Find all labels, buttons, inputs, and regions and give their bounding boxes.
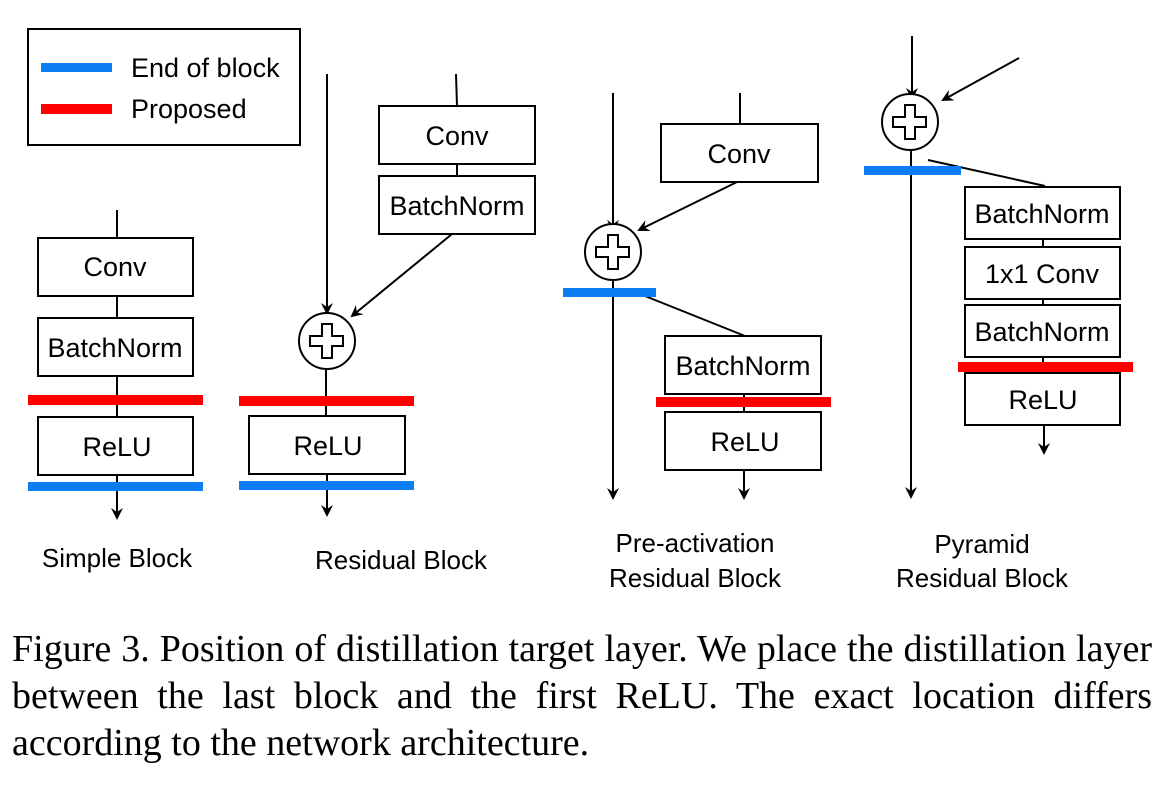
branch-arrow (637, 181, 738, 231)
relu-label: ReLU (293, 431, 362, 461)
end-of-block-marker (28, 482, 203, 491)
simple-block: Conv BatchNorm ReLU Simple Block (28, 210, 203, 573)
batchnorm-label: BatchNorm (389, 191, 524, 221)
relu-layer (664, 411, 822, 471)
batchnorm-label: BatchNorm (47, 333, 182, 363)
block-title-line-1: Pre-activation (616, 528, 775, 558)
batchnorm-layer (37, 317, 194, 377)
conv1x1-label: 1x1 Conv (985, 259, 1100, 289)
relu-label: ReLU (710, 427, 779, 457)
proposed-marker (239, 396, 414, 406)
block-title-line-2: Residual Block (609, 563, 782, 593)
block-title: Residual Block (315, 545, 488, 575)
branch-wire (927, 159, 1046, 187)
figure-caption: Figure 3. Position of distillation targe… (12, 628, 1152, 764)
proposed-marker (28, 395, 203, 405)
legend-end-of-block-swatch (41, 63, 112, 72)
legend-frame (27, 28, 301, 146)
conv-layer (378, 105, 536, 165)
conv1x1-layer (964, 246, 1121, 300)
batchnorm-label: BatchNorm (675, 351, 810, 381)
legend: End of block Proposed (27, 28, 301, 146)
add-icon (298, 312, 356, 370)
legend-proposed-label: Proposed (131, 94, 247, 124)
add-icon (881, 93, 939, 151)
batchnorm-layer-2 (964, 304, 1121, 358)
proposed-marker (958, 362, 1133, 372)
conv-layer (660, 123, 819, 183)
branch-input-arrow (941, 57, 1020, 101)
block-title-line-1: Pyramid (934, 529, 1029, 559)
block-title: Simple Block (42, 543, 193, 573)
add-icon (584, 223, 642, 281)
relu-layer (37, 416, 194, 476)
input-wire (455, 73, 458, 107)
end-of-block-marker (864, 166, 961, 175)
batchnorm-label: BatchNorm (974, 199, 1109, 229)
batchnorm-layer (378, 175, 536, 235)
batchnorm-label-2: BatchNorm (974, 317, 1109, 347)
relu-label: ReLU (82, 432, 151, 462)
batchnorm-layer (664, 335, 822, 395)
residual-block: Conv BatchNorm ReLU Residual Block (239, 73, 536, 575)
conv-label: Conv (83, 252, 147, 282)
conv-layer (37, 237, 194, 297)
block-title-line-2: Residual Block (896, 563, 1069, 593)
conv-label: Conv (425, 121, 489, 151)
legend-proposed-swatch (41, 104, 112, 114)
end-of-block-marker (239, 481, 414, 490)
legend-end-of-block-label: End of block (131, 53, 280, 83)
branch-wire (639, 293, 746, 337)
pyramid-residual-block: BatchNorm 1x1 Conv BatchNorm ReLU Pyrami… (864, 36, 1133, 593)
proposed-marker (656, 397, 831, 407)
conv-label: Conv (707, 139, 771, 169)
preactivation-residual-block: Conv BatchNorm ReLU Pre-activation Resid… (563, 93, 831, 593)
relu-label: ReLU (1008, 385, 1077, 415)
branch-arrow (350, 233, 453, 318)
relu-layer (964, 372, 1121, 426)
end-of-block-marker (563, 288, 656, 297)
relu-layer (248, 415, 406, 475)
distillation-position-diagram: End of block Proposed Conv BatchNorm ReL… (27, 28, 1133, 593)
